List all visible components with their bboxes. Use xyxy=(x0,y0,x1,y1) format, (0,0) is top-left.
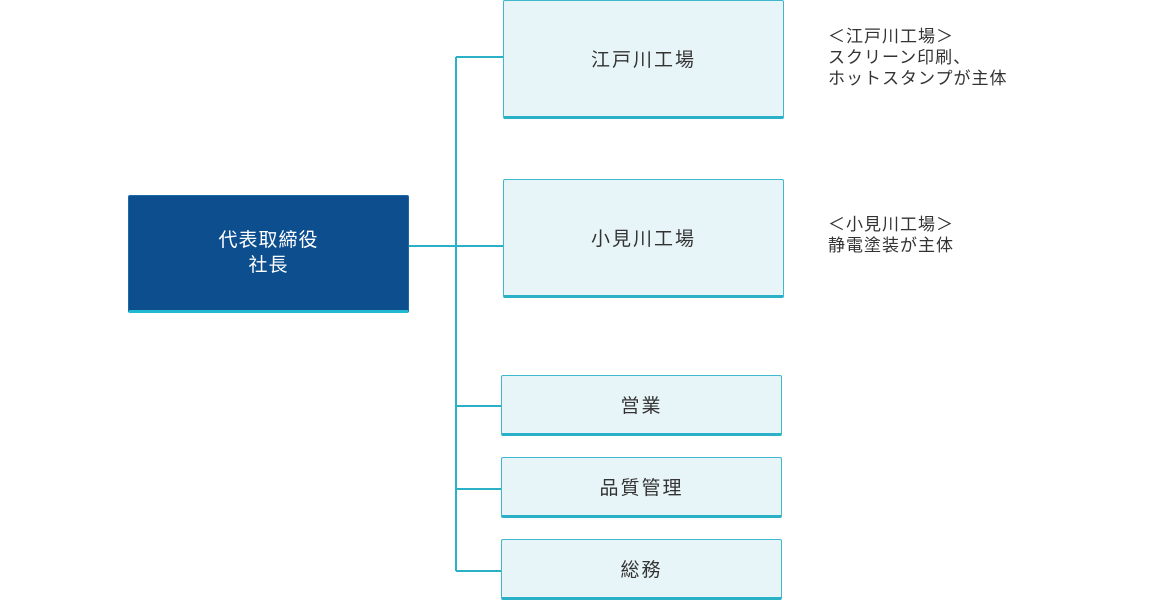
dept-label: 総務 xyxy=(620,559,663,581)
note-edogawa: ＜江戸川工場＞ スクリーン印刷、 ホットスタンプが主体 xyxy=(828,27,1008,90)
dept-sales: 営業 xyxy=(501,375,782,436)
dept-label: 小見川工場 xyxy=(590,228,696,250)
ceo-box: 代表取締役 社長 xyxy=(128,195,409,313)
note-line: ＜小見川工場＞ xyxy=(828,215,954,235)
note-line: 静電塗装が主体 xyxy=(828,236,954,256)
note-line: スクリーン印刷、 xyxy=(828,48,972,68)
ceo-title: 代表取締役 xyxy=(218,229,319,251)
ceo-role: 社長 xyxy=(248,254,289,276)
note-omigawa: ＜小見川工場＞ 静電塗装が主体 xyxy=(828,215,954,257)
dept-label: 営業 xyxy=(620,395,663,417)
dept-edogawa-factory: 江戸川工場 xyxy=(503,0,784,119)
note-line: ホットスタンプが主体 xyxy=(828,69,1008,89)
dept-omigawa-factory: 小見川工場 xyxy=(503,179,784,298)
ceo-label: 代表取締役 社長 xyxy=(218,228,318,278)
note-line: ＜江戸川工場＞ xyxy=(828,27,954,47)
dept-general-affairs: 総務 xyxy=(501,539,782,600)
dept-label: 江戸川工場 xyxy=(590,49,696,71)
dept-quality-control: 品質管理 xyxy=(501,457,782,518)
dept-label: 品質管理 xyxy=(599,477,684,499)
